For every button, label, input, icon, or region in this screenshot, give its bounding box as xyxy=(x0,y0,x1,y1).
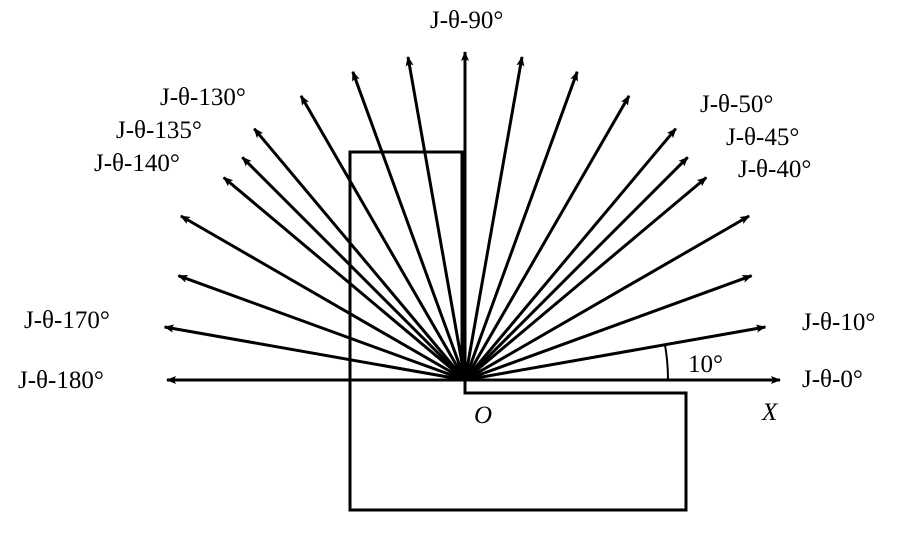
arrow-120deg xyxy=(299,95,467,381)
arrow-100deg xyxy=(405,56,467,381)
upper-block-outline xyxy=(348,150,688,512)
label-j-theta-10: J-θ-10° xyxy=(802,309,876,336)
label-j-theta-45: J-θ-45° xyxy=(726,124,800,151)
arrow-80deg xyxy=(463,56,525,381)
label-j-theta-50: J-θ-50° xyxy=(700,91,774,118)
label-j-theta-90: J-θ-90° xyxy=(430,7,504,34)
arrow-50deg xyxy=(463,127,677,381)
arrow-10deg xyxy=(464,324,767,382)
arrow-170deg xyxy=(163,324,466,382)
label-j-theta-170: J-θ-170° xyxy=(24,307,110,334)
angle-arc-10deg xyxy=(664,344,670,381)
arrow-150deg xyxy=(180,214,466,382)
arrow-160deg xyxy=(177,274,466,382)
arrow-20deg xyxy=(464,274,753,382)
arrow-135deg xyxy=(241,156,467,382)
label-j-theta-180: J-θ-180° xyxy=(18,367,104,394)
label-x-axis: X xyxy=(762,399,778,426)
label-j-theta-135: J-θ-135° xyxy=(116,117,202,144)
label-j-theta-40: J-θ-40° xyxy=(738,156,812,183)
label-angle-10deg: 10° xyxy=(688,351,723,378)
arrow-40deg xyxy=(464,176,708,382)
arrow-70deg xyxy=(463,70,579,381)
label-origin: O xyxy=(474,402,493,429)
arrow-110deg xyxy=(351,70,467,381)
label-j-theta-130: J-θ-130° xyxy=(160,84,246,111)
arrow-140deg xyxy=(222,176,466,382)
arrow-130deg xyxy=(253,127,467,381)
arrow-30deg xyxy=(464,214,750,382)
arrow-45deg xyxy=(463,156,689,382)
label-j-theta-0: J-θ-0° xyxy=(802,366,863,393)
arrow-60deg xyxy=(463,95,631,381)
label-j-theta-140: J-θ-140° xyxy=(94,150,180,177)
